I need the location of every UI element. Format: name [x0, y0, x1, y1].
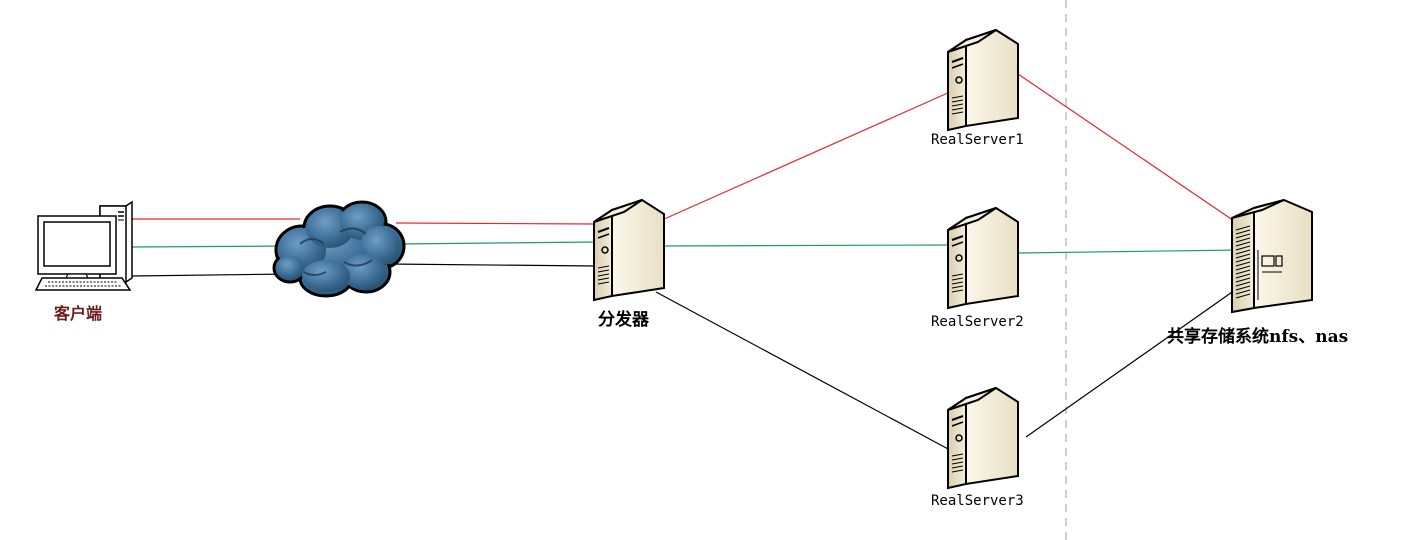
link-distributor-rs2	[661, 244, 949, 247]
distributor-server-icon	[593, 199, 665, 301]
realserver3-server-icon	[947, 387, 1019, 489]
link-rs3-storage	[1025, 289, 1236, 438]
link-client-cloud-green	[131, 245, 291, 248]
client-label: 客户端	[54, 304, 103, 323]
connections	[131, 73, 1241, 451]
realserver2-server-icon	[947, 207, 1019, 309]
realserver2-label: RealServer2	[931, 314, 1024, 330]
storage-cabinet-icon	[1231, 198, 1313, 314]
realserver3-label: RealServer3	[931, 493, 1024, 509]
realserver1-server-icon	[947, 29, 1019, 131]
realserver1-label: RealServer1	[931, 132, 1024, 148]
link-rs1-storage	[1017, 73, 1241, 226]
link-distributor-rs3	[655, 291, 951, 451]
link-rs2-storage	[1017, 249, 1241, 254]
cloud-icon	[272, 200, 406, 298]
desktop-computer-icon	[34, 200, 133, 291]
link-client-cloud-black	[131, 273, 291, 277]
storage-label: 共享存储系统nfs、nas	[1167, 327, 1349, 347]
link-cloud-distributor-green	[397, 241, 597, 245]
link-cloud-distributor-red	[395, 222, 597, 225]
link-cloud-distributor-black	[387, 263, 597, 267]
distributor-label: 分发器	[598, 310, 649, 330]
link-distributor-rs1	[661, 91, 951, 221]
